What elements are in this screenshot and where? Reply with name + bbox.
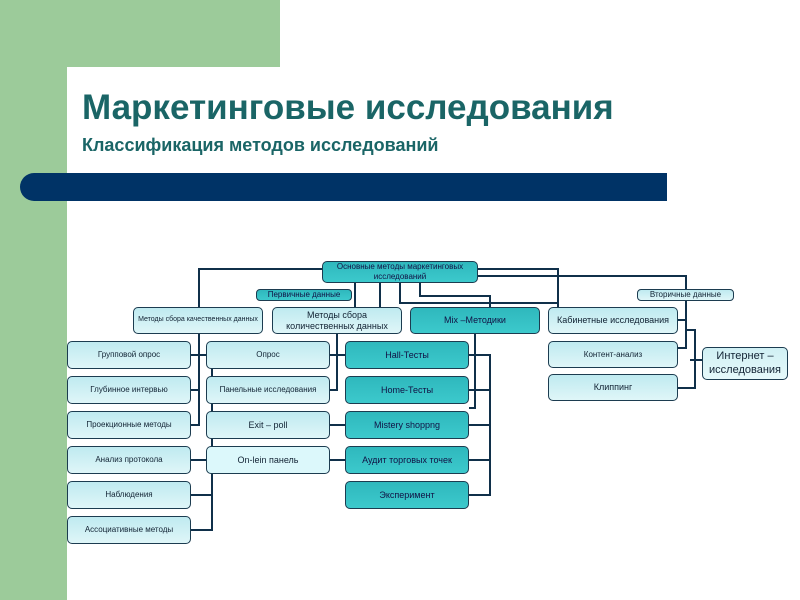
qualitative-method: Анализ протокола xyxy=(67,446,191,474)
decor-bar xyxy=(20,173,667,201)
desk-method: Контент-анализ xyxy=(548,341,678,368)
mix-method: Аудит торговых точек xyxy=(345,446,469,474)
qualitative-method: Групповой опрос xyxy=(67,341,191,369)
mix-category: Mix –Методики xyxy=(410,307,540,334)
primary-data-label: Первичные данные xyxy=(256,289,352,301)
qualitative-method: Глубинное интервью xyxy=(67,376,191,404)
quantitative-category: Методы сбора количественных данных xyxy=(272,307,402,334)
quantitative-method: Панельные исследования xyxy=(206,376,330,404)
qualitative-method: Ассоциативные методы xyxy=(67,516,191,544)
mix-method: Hall-Тесты xyxy=(345,341,469,369)
mix-method: Mistery shoppng xyxy=(345,411,469,439)
quantitative-method: Опрос xyxy=(206,341,330,369)
internet-research-box: Интернет – исследования xyxy=(702,347,788,380)
qualitative-method: Наблюдения xyxy=(67,481,191,509)
quantitative-method: On-lein панель xyxy=(206,446,330,474)
mix-method: Home-Тесты xyxy=(345,376,469,404)
qualitative-method: Проекционные методы xyxy=(67,411,191,439)
slide-title: Маркетинговые исследования xyxy=(82,88,614,127)
secondary-data-label: Вторичные данные xyxy=(637,289,734,301)
slide-subtitle: Классификация методов исследований xyxy=(82,135,439,155)
desk-category: Кабинетные исследования xyxy=(548,307,678,334)
qualitative-category: Методы сбора качественных данных xyxy=(133,307,263,334)
desk-method: Клиппинг xyxy=(548,374,678,401)
decor-corner xyxy=(67,67,107,107)
decor-green-left xyxy=(0,0,67,600)
root-box: Основные методы маркетинговых исследован… xyxy=(322,261,478,283)
quantitative-method: Exit – poll xyxy=(206,411,330,439)
mix-method: Эксперимент xyxy=(345,481,469,509)
